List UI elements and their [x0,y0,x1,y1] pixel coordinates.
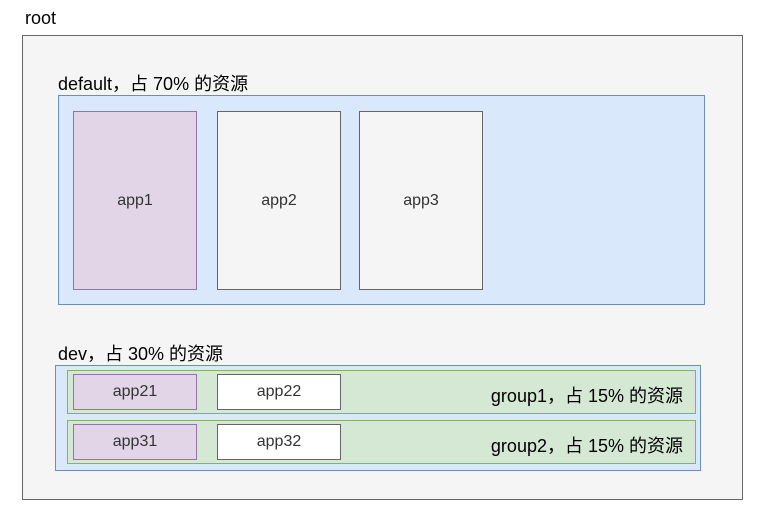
app-box-app31: app31 [73,424,197,460]
dev-queue-label: dev，占 30% 的资源 [58,344,224,364]
root-label: root [25,8,57,28]
app-box-app32: app32 [217,424,341,460]
app-box-app3: app3 [359,111,483,290]
app-box-app2: app2 [217,111,341,290]
group1-label: group1，占 15% 的资源 [490,386,683,406]
app-box-app1: app1 [73,111,197,290]
default-queue-label: default，占 70% 的资源 [58,74,249,94]
group2-label: group2，占 15% 的资源 [490,436,683,456]
app-box-app22: app22 [217,374,341,410]
app-box-app21: app21 [73,374,197,410]
